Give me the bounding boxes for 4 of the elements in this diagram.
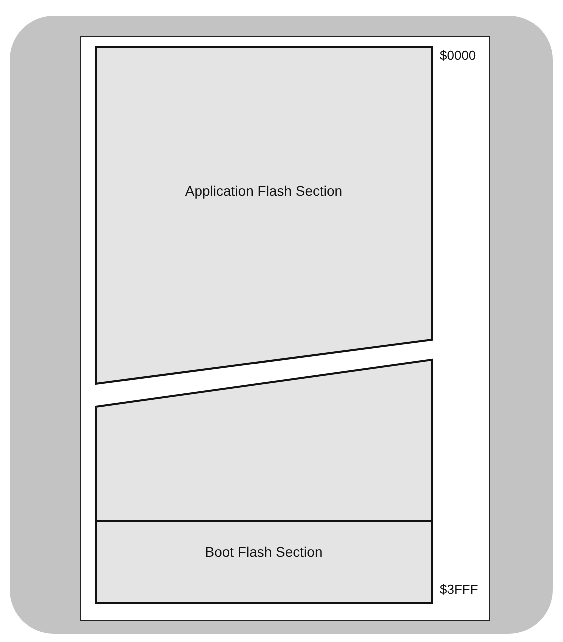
address-label: $0000 [440,48,476,63]
section-label: Boot Flash Section [204,544,324,560]
section-label: Application Flash Section [184,183,344,199]
address-label: $3FFF [440,582,478,597]
